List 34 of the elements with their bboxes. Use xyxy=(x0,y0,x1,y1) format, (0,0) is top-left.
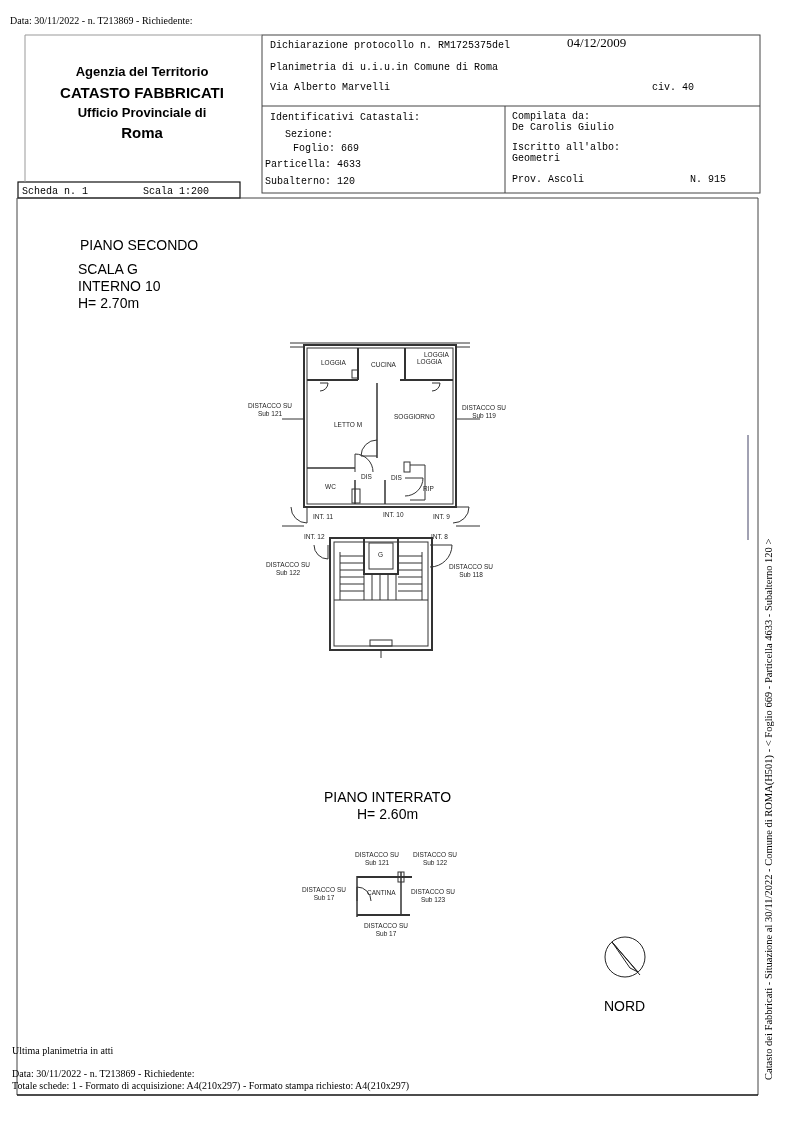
form-field-text: Planimetria di u.i.u.in Comune di Roma xyxy=(270,61,499,75)
form-field-text: Scala 1:200 xyxy=(143,185,209,199)
floor-heading: PIANO INTERRATO xyxy=(324,789,452,806)
floor-heading: SCALA G xyxy=(78,261,138,278)
floor-heading: INTERNO 10 xyxy=(78,278,161,295)
form-field-text: Iscritto all'albo: xyxy=(512,141,621,153)
form-field-text: civ. 40 xyxy=(652,81,694,95)
form-field-text: Particella: 4633 xyxy=(265,158,361,172)
header-text: Roma xyxy=(120,123,164,143)
form-field-text: Subalterno: 120 xyxy=(265,175,355,189)
header-text: Agenzia del Territorio xyxy=(74,63,210,81)
header-text: Ufficio Provinciale di xyxy=(76,104,208,122)
footer-text: Data: 30/11/2022 - n. T213869 - Richiedente: xyxy=(10,14,193,28)
footer-text: Ultima planimetria in atti xyxy=(12,1044,114,1058)
form-field-text: Scheda n. 1 xyxy=(22,185,88,199)
form-field-text: Foglio: 669 xyxy=(293,142,359,156)
form-field-text: De Carolis Giulio xyxy=(512,122,615,135)
side-note: Catasto dei Fabbricati - Situazione al 30/11/2022 - Comune di ROMA(H501) - < Foglio 669 - Particella 4633 - Subalterno 120 > xyxy=(762,538,775,1080)
form-field-text: Compilata da: xyxy=(512,110,590,123)
header-text: CATASTO FABBRICATI xyxy=(59,83,225,103)
form-field-text: Identificativi Catastali: xyxy=(270,111,421,125)
form-field-text: Via Alberto Marvelli xyxy=(270,81,391,95)
form-field-text: Dichiarazione protocollo n. RM1725375del xyxy=(270,39,511,53)
floor-heading: PIANO SECONDO xyxy=(80,237,199,254)
form-field-text: N. 915 xyxy=(690,173,726,187)
date-text: 04/12/2009 xyxy=(567,34,627,52)
floor-heading: H= 2.70m xyxy=(78,295,140,312)
footer-text: Totale schede: 1 - Formato di acquisizione: A4(210x297) - Formato stampa richiesto: A4(210x297) xyxy=(12,1079,409,1093)
form-field-text: Sezione: xyxy=(285,128,333,142)
floor-heading: NORD xyxy=(604,998,646,1015)
form-field-text: Geometri xyxy=(512,152,560,166)
floor-heading: H= 2.60m xyxy=(357,806,419,823)
form-field-text: Prov. Ascoli xyxy=(512,173,584,187)
footer-text: Data: 30/11/2022 - n. T213869 - Richiedente: xyxy=(12,1067,195,1081)
